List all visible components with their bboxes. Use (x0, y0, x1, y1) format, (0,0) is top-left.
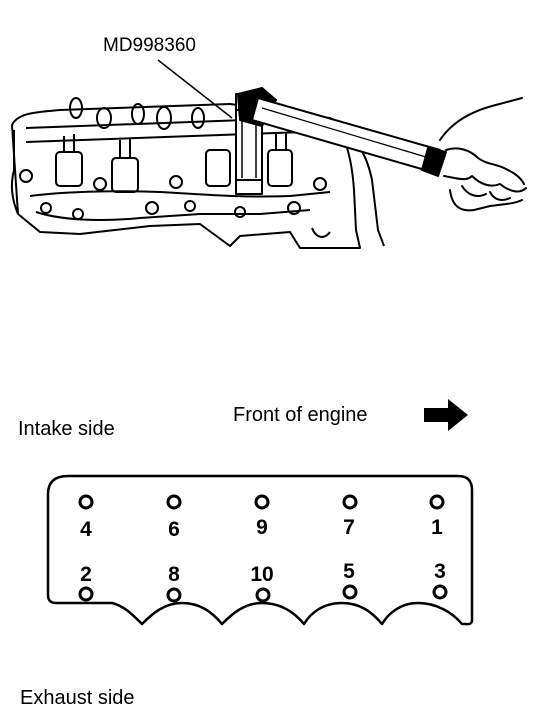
bolt-order-top-4: 7 (343, 516, 355, 539)
bolt-order-top-3: 9 (256, 516, 268, 539)
bolt-order-bottom-1: 2 (80, 563, 92, 586)
bolt-hole-bottom-5 (432, 584, 448, 600)
tool-number-label: MD998360 (103, 35, 196, 56)
bolt-order-top-1: 4 (80, 518, 92, 541)
bolt-hole-top-3 (254, 494, 270, 510)
bolt-order-bottom-2: 8 (168, 563, 180, 586)
bolt-hole-bottom-2 (166, 587, 182, 603)
bolt-hole-top-4 (342, 494, 358, 510)
special-tool-wrench (235, 87, 447, 195)
front-of-engine-label: Front of engine (233, 404, 368, 426)
bolt-order-bottom-3: 10 (250, 563, 274, 586)
bolt-hole-top-1 (78, 494, 94, 510)
bolt-hole-bottom-1 (78, 586, 94, 602)
bolt-holes-top-row (78, 494, 445, 510)
bolt-hole-bottom-4 (342, 584, 358, 600)
arrow-right-icon (424, 399, 468, 431)
bolt-order-bottom-5: 3 (434, 560, 446, 583)
bolt-hole-top-5 (429, 494, 445, 510)
bolt-order-top-5: 1 (431, 516, 443, 539)
intake-side-label: Intake side (18, 418, 115, 440)
hand-illustration (439, 97, 527, 212)
bolt-holes-bottom-row (78, 584, 448, 603)
bolt-hole-top-2 (166, 494, 182, 510)
bolt-hole-bottom-3 (255, 587, 271, 603)
bolt-order-top-2: 6 (168, 518, 180, 541)
head-outline (46, 474, 474, 626)
bolt-order-bottom-4: 5 (343, 560, 355, 583)
exhaust-side-label: Exhaust side (20, 687, 135, 709)
leader-line (157, 59, 233, 119)
